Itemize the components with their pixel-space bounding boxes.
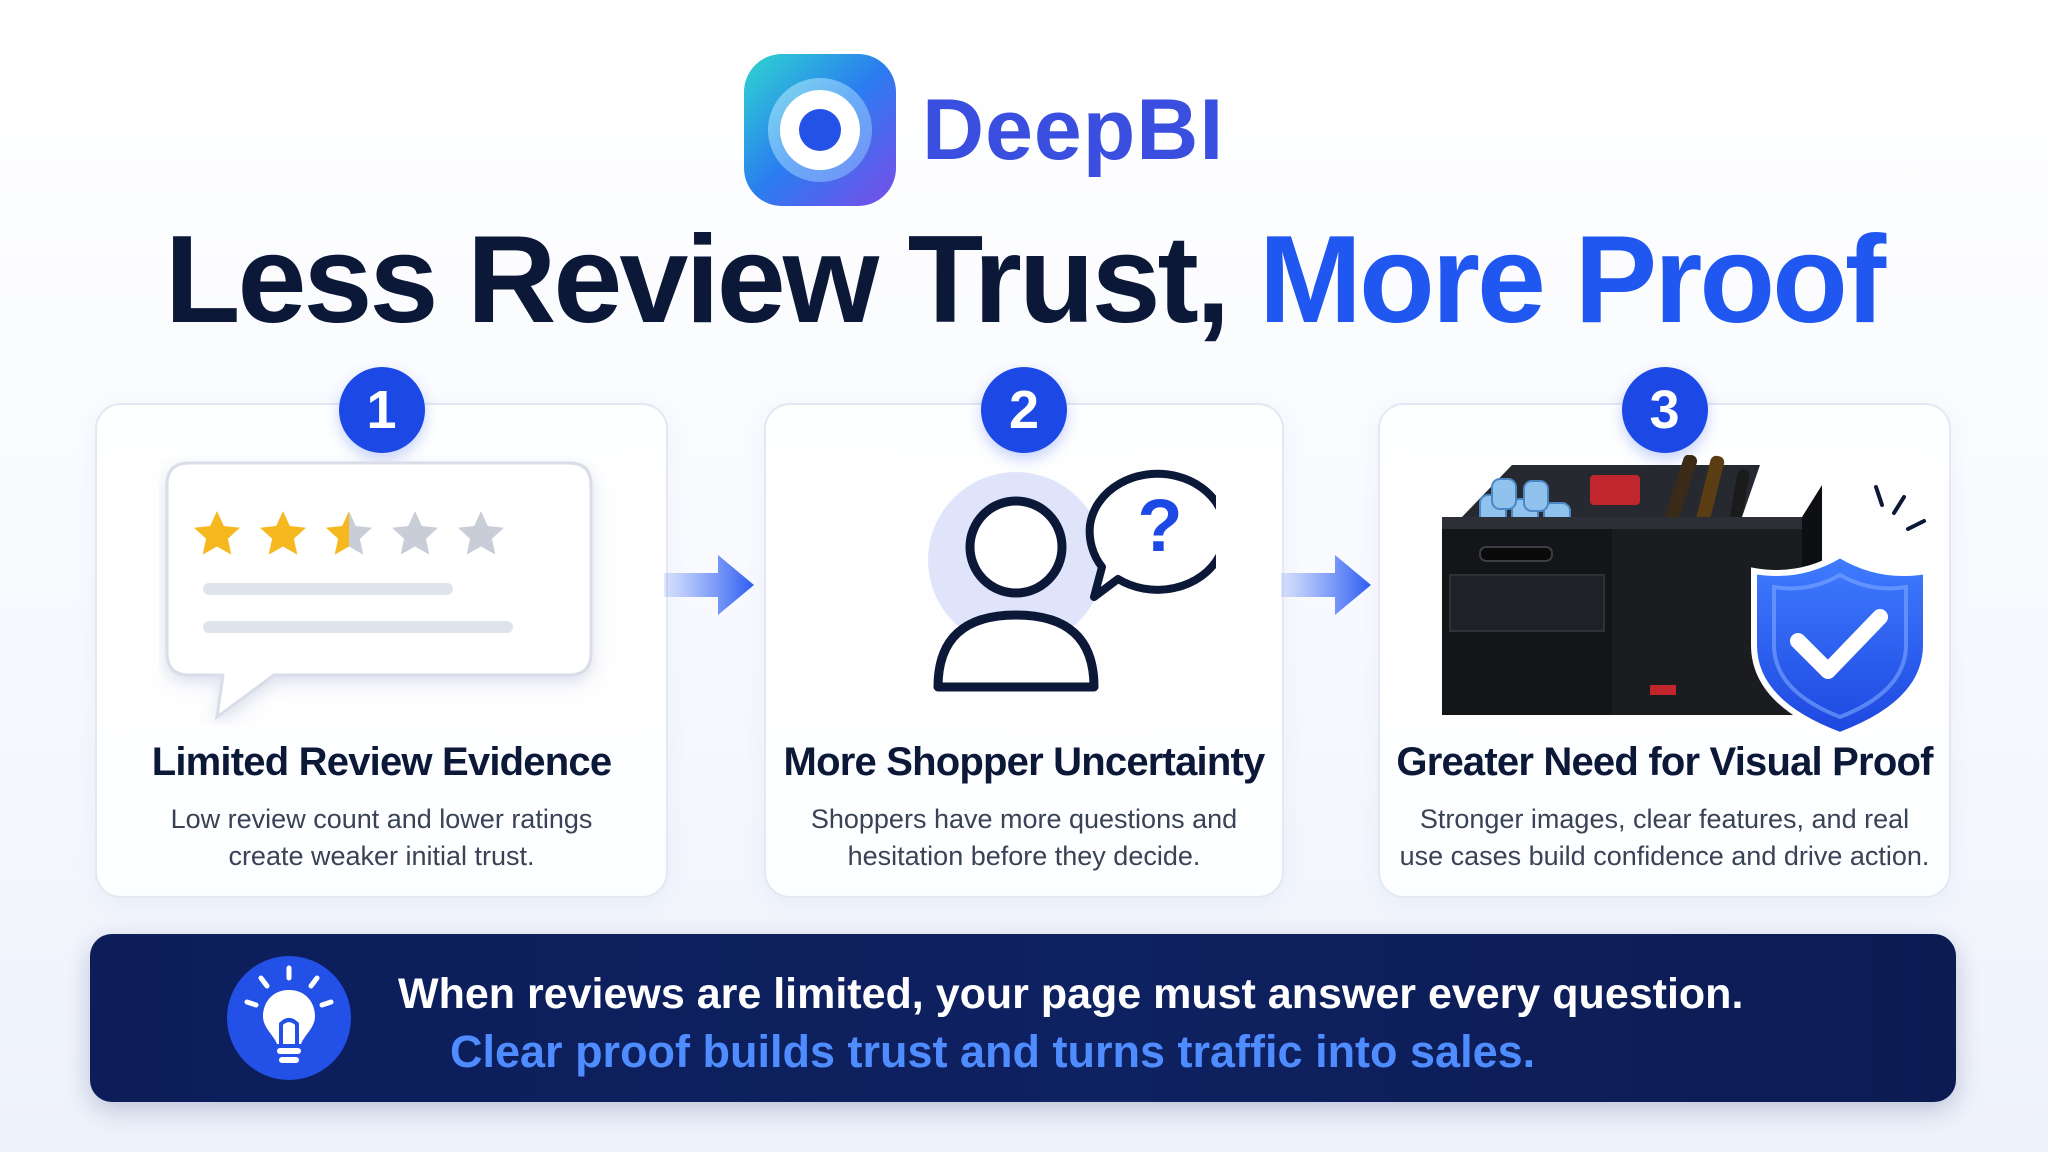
step-description: Low review count and lower ratings creat… [170,804,593,871]
question-mark-icon: ? [1137,484,1182,567]
spark-lines-icon [1874,485,1926,531]
step-card-2: 2 ? More Shopper Uncertainty Shoppers ha… [764,367,1284,898]
step-title: More Shopper Uncertainty [783,740,1266,784]
banner-subline: Clear proof builds trust and turns traff… [450,1026,1536,1077]
step-number-badge: 1 [338,367,425,453]
step-title: Limited Review Evidence [151,740,612,784]
arrow-right-icon [664,555,754,615]
star-icon [260,511,306,555]
step-description: Shoppers have more questions and hesitat… [810,804,1238,871]
organizer-shield-icon [1442,455,1929,735]
banner-headline: When reviews are limited, your page must… [398,970,1744,1018]
takeaway-banner: When reviews are limited, your page must… [90,934,1956,1102]
star-half-icon [326,511,372,555]
step-description: Stronger images, clear features, and rea… [1399,804,1930,871]
review-card-icon [165,461,593,721]
shield-check-icon [1751,551,1929,735]
page-title-main: Less Review Trust, [164,211,1230,349]
brand-header: DeepBI [744,54,1224,206]
page-title: Less Review Trust, More Proof [0,212,2048,348]
step-card-3: 3 [1378,367,1951,898]
brand-name: DeepBI [922,81,1225,178]
star-icon [194,511,240,555]
arrow-right-icon [1281,555,1371,615]
page-title-accent: More Proof [1258,211,1886,349]
step-number-badge: 2 [981,367,1067,453]
star-empty-icon [458,511,504,555]
deepbi-logo-icon [744,54,896,206]
star-empty-icon [392,511,438,555]
step-title: Greater Need for Visual Proof [1396,740,1933,784]
step-number-badge: 3 [1621,367,1708,453]
star-rating [194,511,504,555]
lightbulb-icon [227,956,351,1080]
step-card-1: 1 Limited Review Evidence Low review cou… [95,367,668,898]
shopper-question-icon: ? [928,469,1216,692]
